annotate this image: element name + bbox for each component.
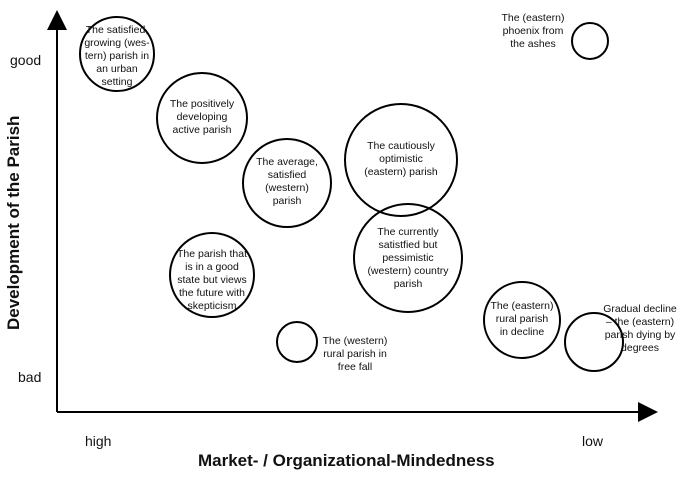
bubble-label-western-urban: The satisfied, growing (wes- tern) paris… xyxy=(84,24,150,88)
bubble-average-satisfied xyxy=(242,138,332,228)
x-axis-left-label: high xyxy=(85,433,112,449)
bubble-label-currently-satisfied: The currently satistfied but pessimistic… xyxy=(367,226,449,290)
bubble-label-good-state-skepticism: The parish that is in a good state but v… xyxy=(176,248,248,312)
x-axis-right-label: low xyxy=(582,433,604,449)
bubble-positively-developing xyxy=(156,72,248,164)
y-axis-top-label: good xyxy=(10,52,42,68)
y-axis-title: Development of the Parish xyxy=(4,115,23,330)
bubble-gradual-decline xyxy=(564,312,624,372)
x-axis-title: Market- / Organizational-Mindedness xyxy=(198,451,495,470)
bubble-label-western-free-fall: The (western) rural parish in free fall xyxy=(322,335,388,373)
bubble-western-urban xyxy=(79,16,155,92)
bubble-label-average-satisfied: The average, satisfied (western) parish xyxy=(256,156,318,207)
bubble-eastern-decline xyxy=(483,281,561,359)
bubble-label-gradual-decline: Gradual decline – the (eastern) parish d… xyxy=(603,303,677,354)
bubble-eastern-phoenix xyxy=(571,22,609,60)
bubble-currently-satisfied xyxy=(353,203,463,313)
bubble-good-state-skepticism xyxy=(169,232,255,318)
bubble-western-free-fall xyxy=(276,321,318,363)
bubble-label-eastern-phoenix: The (eastern) phoenix from the ashes xyxy=(501,12,565,50)
bubble-cautiously-optimistic xyxy=(344,103,458,217)
bubble-label-eastern-decline: The (eastern) rural parish in decline xyxy=(490,300,554,338)
bubble-label-positively-developing: The positively developing active parish xyxy=(169,98,235,136)
bubble-label-cautiously-optimistic: The cautiously optimistic (eastern) pari… xyxy=(364,140,438,178)
y-axis-bottom-label: bad xyxy=(18,369,42,385)
